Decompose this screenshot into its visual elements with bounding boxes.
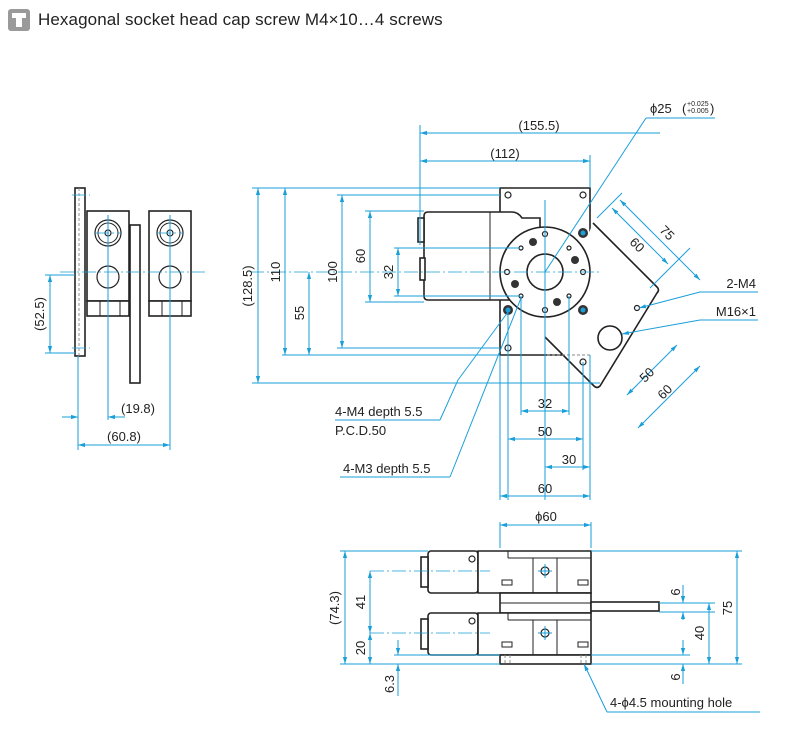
dim-19-8: (19.8) [121, 401, 155, 416]
dim-20: 20 [353, 641, 368, 655]
dim-50-horiz: 50 [538, 424, 552, 439]
bore-tol-lower: +0.005 [687, 108, 709, 115]
header: Hexagonal socket head cap screw M4×10…4 … [8, 8, 443, 32]
dim-55: 55 [292, 306, 307, 320]
top-view: (155.5) (112) ϕ25 ( +0.025 +0.005 ) (128… [240, 101, 758, 500]
callout-m16: M16×1 [716, 304, 756, 319]
dim-110: 110 [268, 262, 283, 283]
callout-2-m4: 2-M4 [726, 276, 756, 291]
header-title: Hexagonal socket head cap screw M4×10…4 … [38, 10, 443, 29]
callout-4-m3-depth: 4-M3 depth 5.5 [343, 461, 430, 476]
dim-100: 100 [325, 261, 340, 283]
dim-52-5: (52.5) [32, 297, 47, 331]
front-base-plate [499, 654, 592, 665]
dim-60-8: (60.8) [107, 429, 141, 444]
side-shaft [129, 224, 141, 384]
dim-155-5: (155.5) [518, 118, 559, 133]
dim-40-vert: 40 [692, 626, 707, 640]
dim-32-vert: 32 [381, 265, 396, 279]
dim-60-diag-bottom: 60 [654, 381, 675, 402]
dim-6-top: 6 [668, 588, 683, 595]
dim-6-bottom: 6 [668, 673, 683, 680]
dim-112: (112) [490, 146, 519, 161]
callout-pcd: P.C.D.50 [335, 423, 386, 438]
dim-60-vert: 60 [353, 249, 368, 263]
dim-128-5: (128.5) [240, 265, 255, 306]
dim-bore: ϕ25 [650, 101, 672, 116]
dim-32-horiz: 32 [538, 396, 552, 411]
dim-60-diag-top: 60 [627, 234, 648, 255]
dim-60-horiz: 60 [538, 481, 552, 496]
hex-socket-screw-icon [8, 9, 30, 31]
svg-text:(: ( [682, 101, 687, 116]
dim-30-horiz: 30 [562, 452, 576, 467]
side-view: (52.5) (19.8) (60.8) [32, 187, 205, 450]
callout-mounting-hole: 4-ϕ4.5 mounting hole [610, 695, 732, 710]
dim-74-3: (74.3) [327, 591, 342, 625]
dim-75-vert: 75 [720, 601, 735, 615]
svg-text:): ) [710, 101, 714, 116]
bore-tol-upper: +0.025 [687, 101, 709, 108]
dim-41: 41 [353, 595, 368, 609]
front-shaft [590, 601, 660, 612]
dim-6-3: 6.3 [382, 675, 397, 693]
dim-phi-60: ϕ60 [535, 509, 557, 524]
front-view: ϕ60 [327, 509, 760, 713]
callout-4-m4-depth: 4-M4 depth 5.5 [335, 404, 422, 419]
